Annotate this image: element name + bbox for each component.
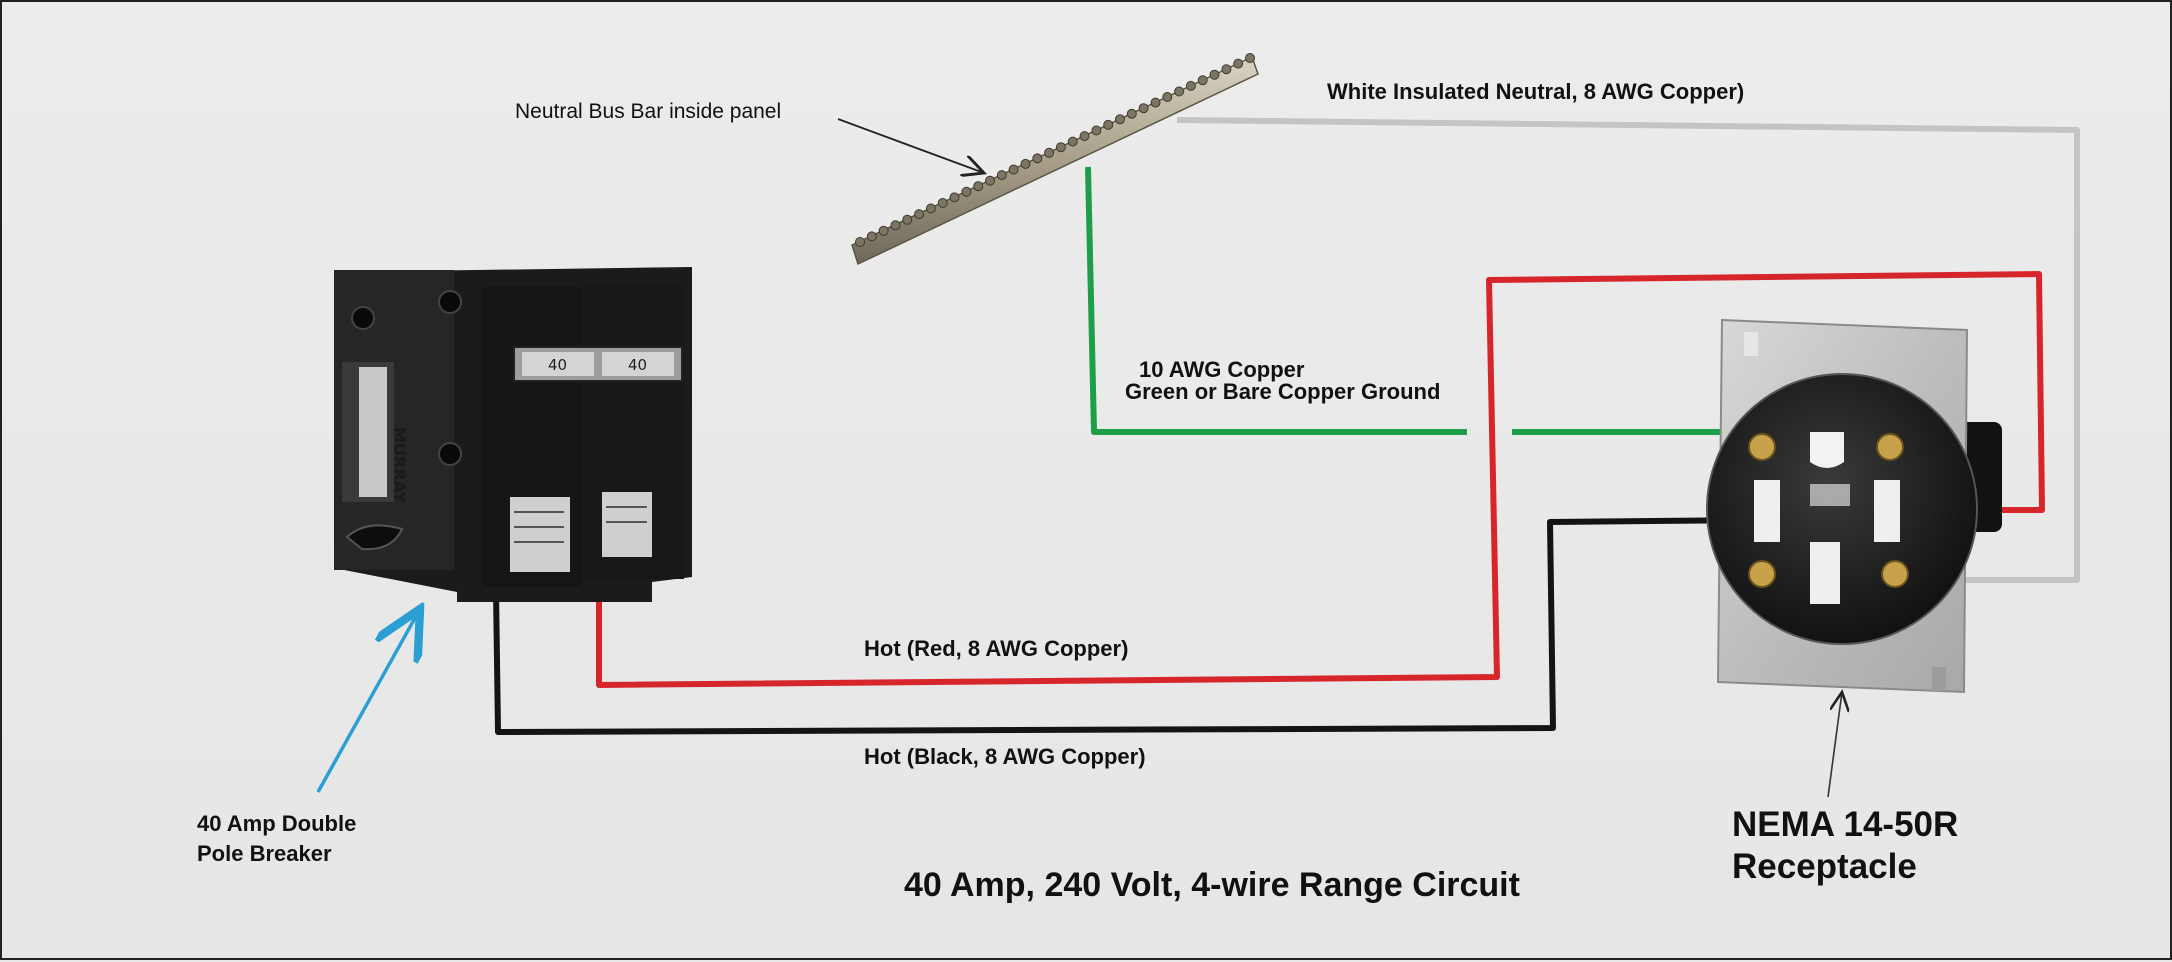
receptacle-label-line1: NEMA 14-50R: [1732, 805, 1959, 844]
hot-black-wire: [493, 517, 1765, 735]
bus-bar-screw: [890, 220, 901, 231]
bus-bar-screw: [1091, 125, 1102, 136]
bus-bar-label: Neutral Bus Bar inside panel: [515, 100, 782, 123]
receptacle-label-line2: Receptacle: [1732, 847, 1917, 886]
bus-bar-screw: [1126, 108, 1137, 119]
bus-bar-screw: [925, 203, 936, 214]
bus-bar-screw: [1115, 114, 1125, 125]
ground-wire-label: 10 AWG Copper Green or Bare Copper Groun…: [1125, 359, 1440, 403]
bus-bar-screw: [878, 225, 889, 236]
bus-bar-screw: [949, 192, 960, 203]
breaker-brand: MURRAY: [390, 427, 409, 503]
nema-14-50r-receptacle: [1706, 318, 2002, 694]
bus-bar-screw: [1233, 58, 1244, 69]
bus-bar-pointer-arrow: [837, 118, 984, 173]
ground-label-line2: Green or Bare Copper Ground: [1125, 379, 1441, 404]
bus-bar-screw: [902, 214, 913, 225]
bus-bar-screw: [866, 231, 877, 242]
double-pole-breaker: MURRAY 40 40: [334, 267, 692, 602]
bus-bar-screw: [961, 186, 972, 197]
bus-bar-screw: [973, 181, 984, 192]
hot-black-label: Hot (Black, 8 AWG Copper): [864, 744, 1146, 769]
bus-bar-screw: [937, 198, 948, 208]
bus-bar-screw: [996, 170, 1007, 181]
breaker-label-line1: 40 Amp Double: [197, 811, 357, 836]
bus-bar-screw: [1162, 92, 1173, 102]
bus-bar-screw: [1044, 147, 1055, 158]
bus-bar-screw: [1008, 164, 1019, 175]
bus-bar-screw: [1150, 97, 1161, 108]
bus-bar-screw: [1055, 142, 1066, 153]
bus-bar-screw: [1221, 64, 1232, 75]
ground-wire-segment-1: [1085, 166, 1467, 435]
bus-bar-screw: [1197, 75, 1208, 86]
neutral-wire-label: White Insulated Neutral, 8 AWG Copper): [1327, 79, 1745, 104]
bus-bar-screw: [1138, 103, 1149, 114]
diagram-title: 40 Amp, 240 Volt, 4-wire Range Circuit: [904, 866, 1520, 904]
breaker-handle-label-left: 40: [548, 356, 567, 374]
bus-bar-screw: [1209, 69, 1220, 80]
hot-red-label: Hot (Red, 8 AWG Copper): [864, 636, 1129, 661]
bus-bar-screw: [855, 237, 865, 247]
bus-bar-screw: [1174, 86, 1185, 97]
bus-bar-screw: [1079, 131, 1090, 142]
bus-bar-screw: [1020, 158, 1031, 169]
bus-bar-screw: [1032, 153, 1043, 164]
receptacle-label: NEMA 14-50R Receptacle: [1732, 804, 1958, 888]
bus-bar-screw: [914, 209, 925, 220]
bus-bar-screw: [1103, 119, 1114, 130]
bus-bar-screw: [1185, 80, 1196, 91]
breaker-label: 40 Amp Double Pole Breaker: [197, 809, 356, 869]
bus-bar-screw: [985, 175, 995, 186]
neutral-bus-bar: [851, 53, 1259, 266]
receptacle-pointer-arrow: [1827, 692, 1842, 798]
hot-red-wire: [596, 271, 2045, 688]
bus-bar-screw: [1067, 136, 1078, 147]
breaker-label-line2: Pole Breaker: [197, 841, 332, 866]
breaker-handle-label-right: 40: [628, 356, 647, 374]
bus-bar-screw: [1245, 53, 1255, 63]
ground-label-line1: 10 AWG Copper: [1139, 357, 1305, 382]
breaker-pointer-arrow: [316, 609, 420, 793]
bus-bar-screws: [855, 53, 1255, 247]
